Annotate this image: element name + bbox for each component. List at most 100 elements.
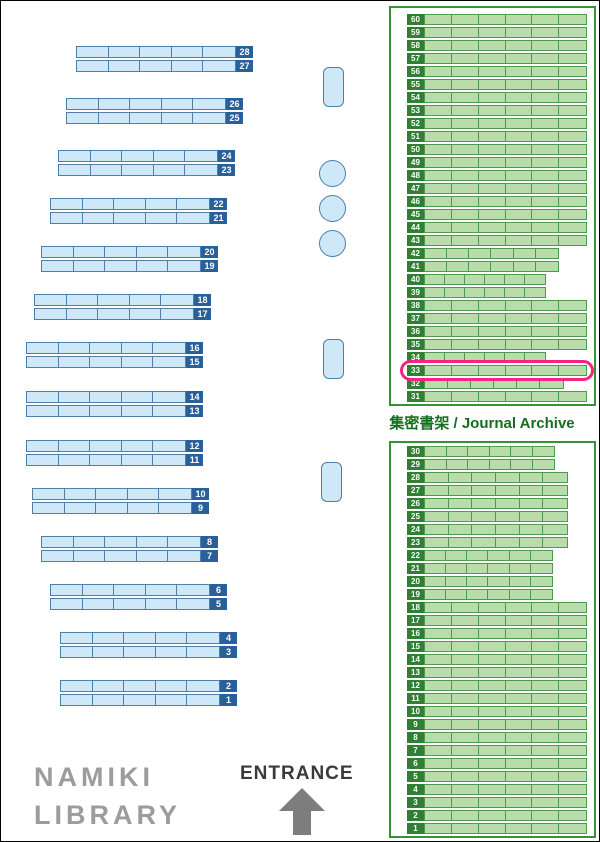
- shelf-cell: [532, 616, 560, 625]
- shelf-cell: [65, 503, 97, 513]
- shelf-cell: [452, 132, 479, 141]
- shelf-cell: [467, 590, 489, 599]
- shelf-bar: [424, 628, 587, 639]
- shelf-cell: [479, 340, 506, 349]
- shelf-cell: [472, 512, 496, 521]
- shelf-row-19: 19: [41, 260, 218, 272]
- shelf-bar: [424, 287, 546, 298]
- shelf-row-45: 45: [407, 209, 587, 220]
- shelf-cell: [520, 473, 544, 482]
- shelf-cell: [506, 301, 533, 310]
- shelf-cell: [448, 379, 471, 388]
- shelf-bar: [424, 66, 587, 77]
- shelf-cell: [479, 314, 506, 323]
- shelf-cell: [559, 236, 586, 245]
- shelf-cell: [122, 357, 154, 367]
- shelf-row-6: 6: [50, 584, 227, 596]
- shelf-cell: [506, 681, 533, 690]
- shelf-bar: [424, 248, 559, 259]
- shelf-cell: [533, 460, 555, 469]
- shelf-cell: [61, 647, 93, 657]
- shelf-row-25: 25: [407, 511, 568, 522]
- shelf-number-badge: 1: [220, 694, 237, 706]
- shelf-cell: [514, 249, 536, 258]
- shelf-bar: [34, 294, 194, 306]
- shelf-cell: [543, 538, 567, 547]
- shelf-cell: [452, 811, 479, 820]
- shelf-cell: [83, 213, 115, 223]
- shelf-cell: [543, 486, 567, 495]
- shelf-cell: [77, 61, 109, 71]
- shelf-bar: [60, 646, 220, 658]
- shelf-cell: [490, 447, 511, 456]
- shelf-cell: [532, 694, 560, 703]
- shelf-bar: [26, 440, 186, 452]
- shelf-bar: [60, 694, 220, 706]
- shelf-cell: [27, 357, 59, 367]
- shelf-row-37: 37: [407, 313, 587, 324]
- shelf-bar: [424, 365, 587, 376]
- shelf-cell: [532, 93, 560, 102]
- shelf-cell: [505, 275, 525, 284]
- shelf-row-4: 4: [60, 632, 237, 644]
- shelf-cell: [532, 340, 560, 349]
- shelf-cell: [532, 327, 560, 336]
- shelf-cell: [506, 158, 533, 167]
- shelf-cell: [452, 119, 479, 128]
- shelf-cell: [187, 647, 219, 657]
- shelf-cell: [425, 327, 452, 336]
- shelf-cell: [536, 249, 558, 258]
- shelf-cell: [559, 158, 586, 167]
- shelf-cell: [452, 67, 479, 76]
- shelf-cell: [532, 197, 560, 206]
- shelf-cell: [93, 695, 125, 705]
- shelf-cell: [532, 824, 560, 833]
- shelf-cell: [177, 199, 209, 209]
- shelf-cell: [559, 171, 586, 180]
- shelf-cell: [532, 210, 560, 219]
- shelf-cell: [162, 99, 194, 109]
- shelf-cell: [559, 119, 586, 128]
- shelf-cell: [543, 525, 567, 534]
- shelf-cell: [479, 132, 506, 141]
- shelf-cell: [42, 551, 74, 561]
- shelf-cell: [510, 590, 531, 599]
- shelf-cell: [425, 512, 449, 521]
- shelf-cell: [425, 145, 452, 154]
- shelf-row-48: 48: [407, 170, 587, 181]
- shelf-cell: [559, 145, 586, 154]
- shelf-cell: [445, 288, 465, 297]
- shelf-row-44: 44: [407, 222, 587, 233]
- shelf-number-badge: 3: [407, 797, 424, 808]
- shelf-cell: [425, 785, 452, 794]
- shelf-number-badge: 24: [218, 150, 235, 162]
- shelf-cell: [479, 119, 506, 128]
- shelf-cell: [479, 197, 506, 206]
- shelf-cell: [452, 642, 479, 651]
- shelf-row-57: 57: [407, 53, 587, 64]
- shelf-cell: [540, 379, 563, 388]
- shelf-row-2: 2: [60, 680, 237, 692]
- shelf-number-badge: 37: [407, 313, 424, 324]
- shelf-row-12: 12: [26, 440, 203, 452]
- shelf-cell: [559, 80, 586, 89]
- shelf-cell: [425, 132, 452, 141]
- shelf-cell: [425, 655, 452, 664]
- shelf-cell: [485, 353, 505, 362]
- shelf-cell: [532, 158, 560, 167]
- shelf-cell: [506, 145, 533, 154]
- shelf-cell: [425, 603, 452, 612]
- shelf-cell: [479, 707, 506, 716]
- shelf-cell: [505, 288, 525, 297]
- shelf-cell: [172, 61, 204, 71]
- shelf-cell: [467, 551, 489, 560]
- shelf-cell: [74, 247, 106, 257]
- shelf-cell: [496, 486, 520, 495]
- shelf-cell: [559, 366, 586, 375]
- shelf-bar: [424, 498, 568, 509]
- shelf-cell: [532, 668, 560, 677]
- shelf-cell: [506, 785, 533, 794]
- shelf-cell: [83, 599, 115, 609]
